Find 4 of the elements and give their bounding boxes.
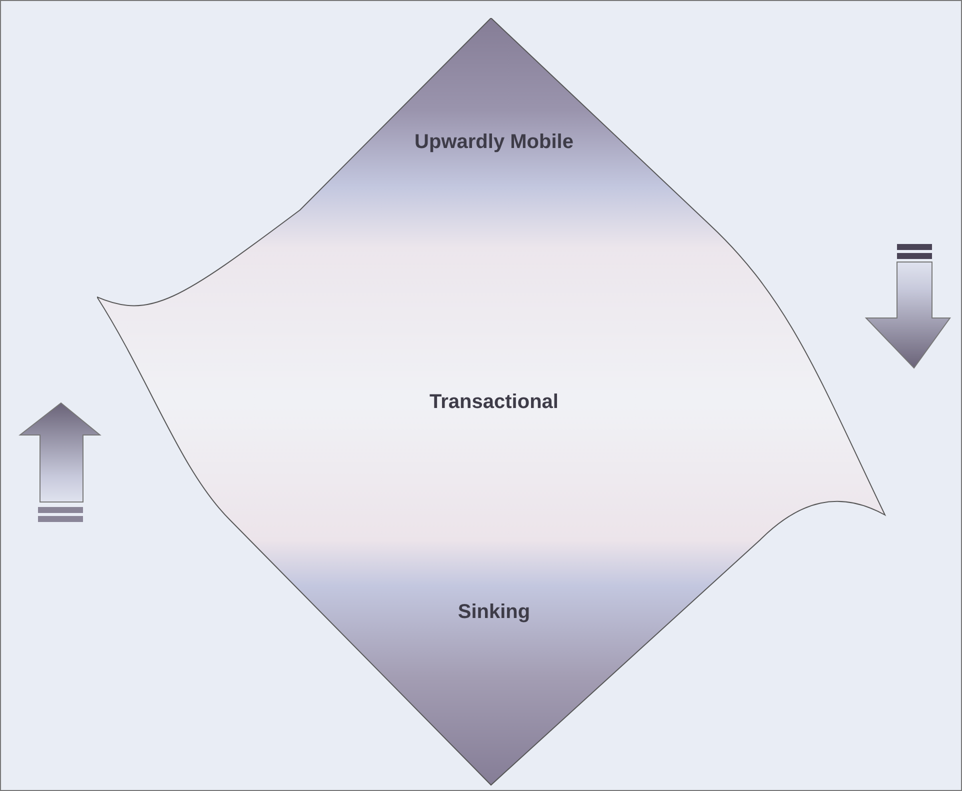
segment-label: Upwardly Mobile [414, 130, 574, 155]
segment-label: Transactional [428, 390, 560, 415]
diamond-shape [97, 18, 887, 786]
segment-label: Sinking [456, 600, 532, 625]
